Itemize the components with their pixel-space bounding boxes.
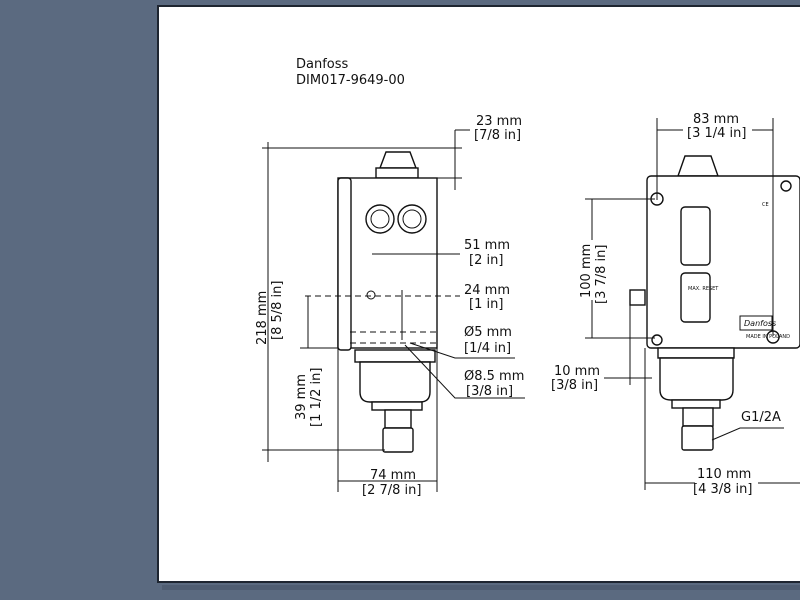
dim-23-mm: 23 mm: [476, 114, 522, 129]
dim-110-mm: 110 mm: [697, 467, 751, 482]
dim-10-in: [3/8 in]: [551, 378, 598, 393]
pin: [629, 289, 646, 306]
front-housing: [646, 175, 800, 349]
front-view: MAX. RESET CE Danfoss MADE IN POLAND 83 …: [551, 112, 800, 497]
side-connector: [382, 427, 414, 453]
dim-100-mm: 100 mm: [579, 244, 594, 298]
front-bellows: [659, 357, 734, 401]
manufacturer-label: Danfoss: [296, 57, 349, 72]
cable-gland: [365, 204, 395, 234]
dim-83-mm: 83 mm: [693, 112, 739, 127]
dim-100-in: [3 7/8 in]: [594, 245, 609, 304]
reset-label: MAX. RESET: [688, 286, 719, 292]
dim-110-in: [4 3/8 in]: [693, 482, 752, 497]
dim-10-mm: 10 mm: [554, 364, 600, 379]
side-bellows: [359, 361, 431, 403]
ce-mark: CE: [762, 202, 769, 208]
made-in-label: MADE IN POLAND: [746, 334, 790, 340]
dim-218-mm: 218 mm: [255, 291, 270, 345]
side-housing: [337, 177, 438, 349]
dim-218-in: [8 5/8 in]: [270, 281, 285, 340]
dim-39-mm: 39 mm: [294, 374, 309, 420]
front-connector: [681, 425, 714, 451]
dim-24-in: [1 in]: [469, 297, 503, 312]
page-shadow: [162, 585, 800, 590]
danfoss-logo: Danfoss: [744, 319, 776, 328]
dim-51-in: [2 in]: [469, 253, 503, 268]
side-view: 23 mm [7/8 in] 218 mm [8 5/8 in] 51 mm […: [255, 114, 525, 498]
dim-d5-mm: Ø5 mm: [464, 325, 512, 340]
dim-d5-in: [1/4 in]: [464, 341, 511, 356]
reset-button: [680, 272, 711, 323]
dim-74-in: [2 7/8 in]: [362, 483, 421, 498]
dim-39-in: [1 1/2 in]: [309, 368, 324, 427]
dim-74-mm: 74 mm: [370, 468, 416, 483]
thread-label: G1/2A: [741, 410, 781, 425]
dim-d85-in: [3/8 in]: [466, 384, 513, 399]
window: [680, 206, 711, 266]
dim-24-mm: 24 mm: [464, 283, 510, 298]
dim-23-in: [7/8 in]: [474, 128, 521, 143]
cable-gland: [397, 204, 427, 234]
dim-d85-mm: Ø8.5 mm: [464, 369, 524, 384]
front-knob: [677, 155, 719, 177]
drawing-number: DIM017-9649-00: [296, 73, 405, 88]
dim-83-in: [3 1/4 in]: [687, 126, 746, 141]
dim-51-mm: 51 mm: [464, 238, 510, 253]
side-cover-flap: [337, 177, 352, 351]
side-knob: [378, 151, 418, 169]
